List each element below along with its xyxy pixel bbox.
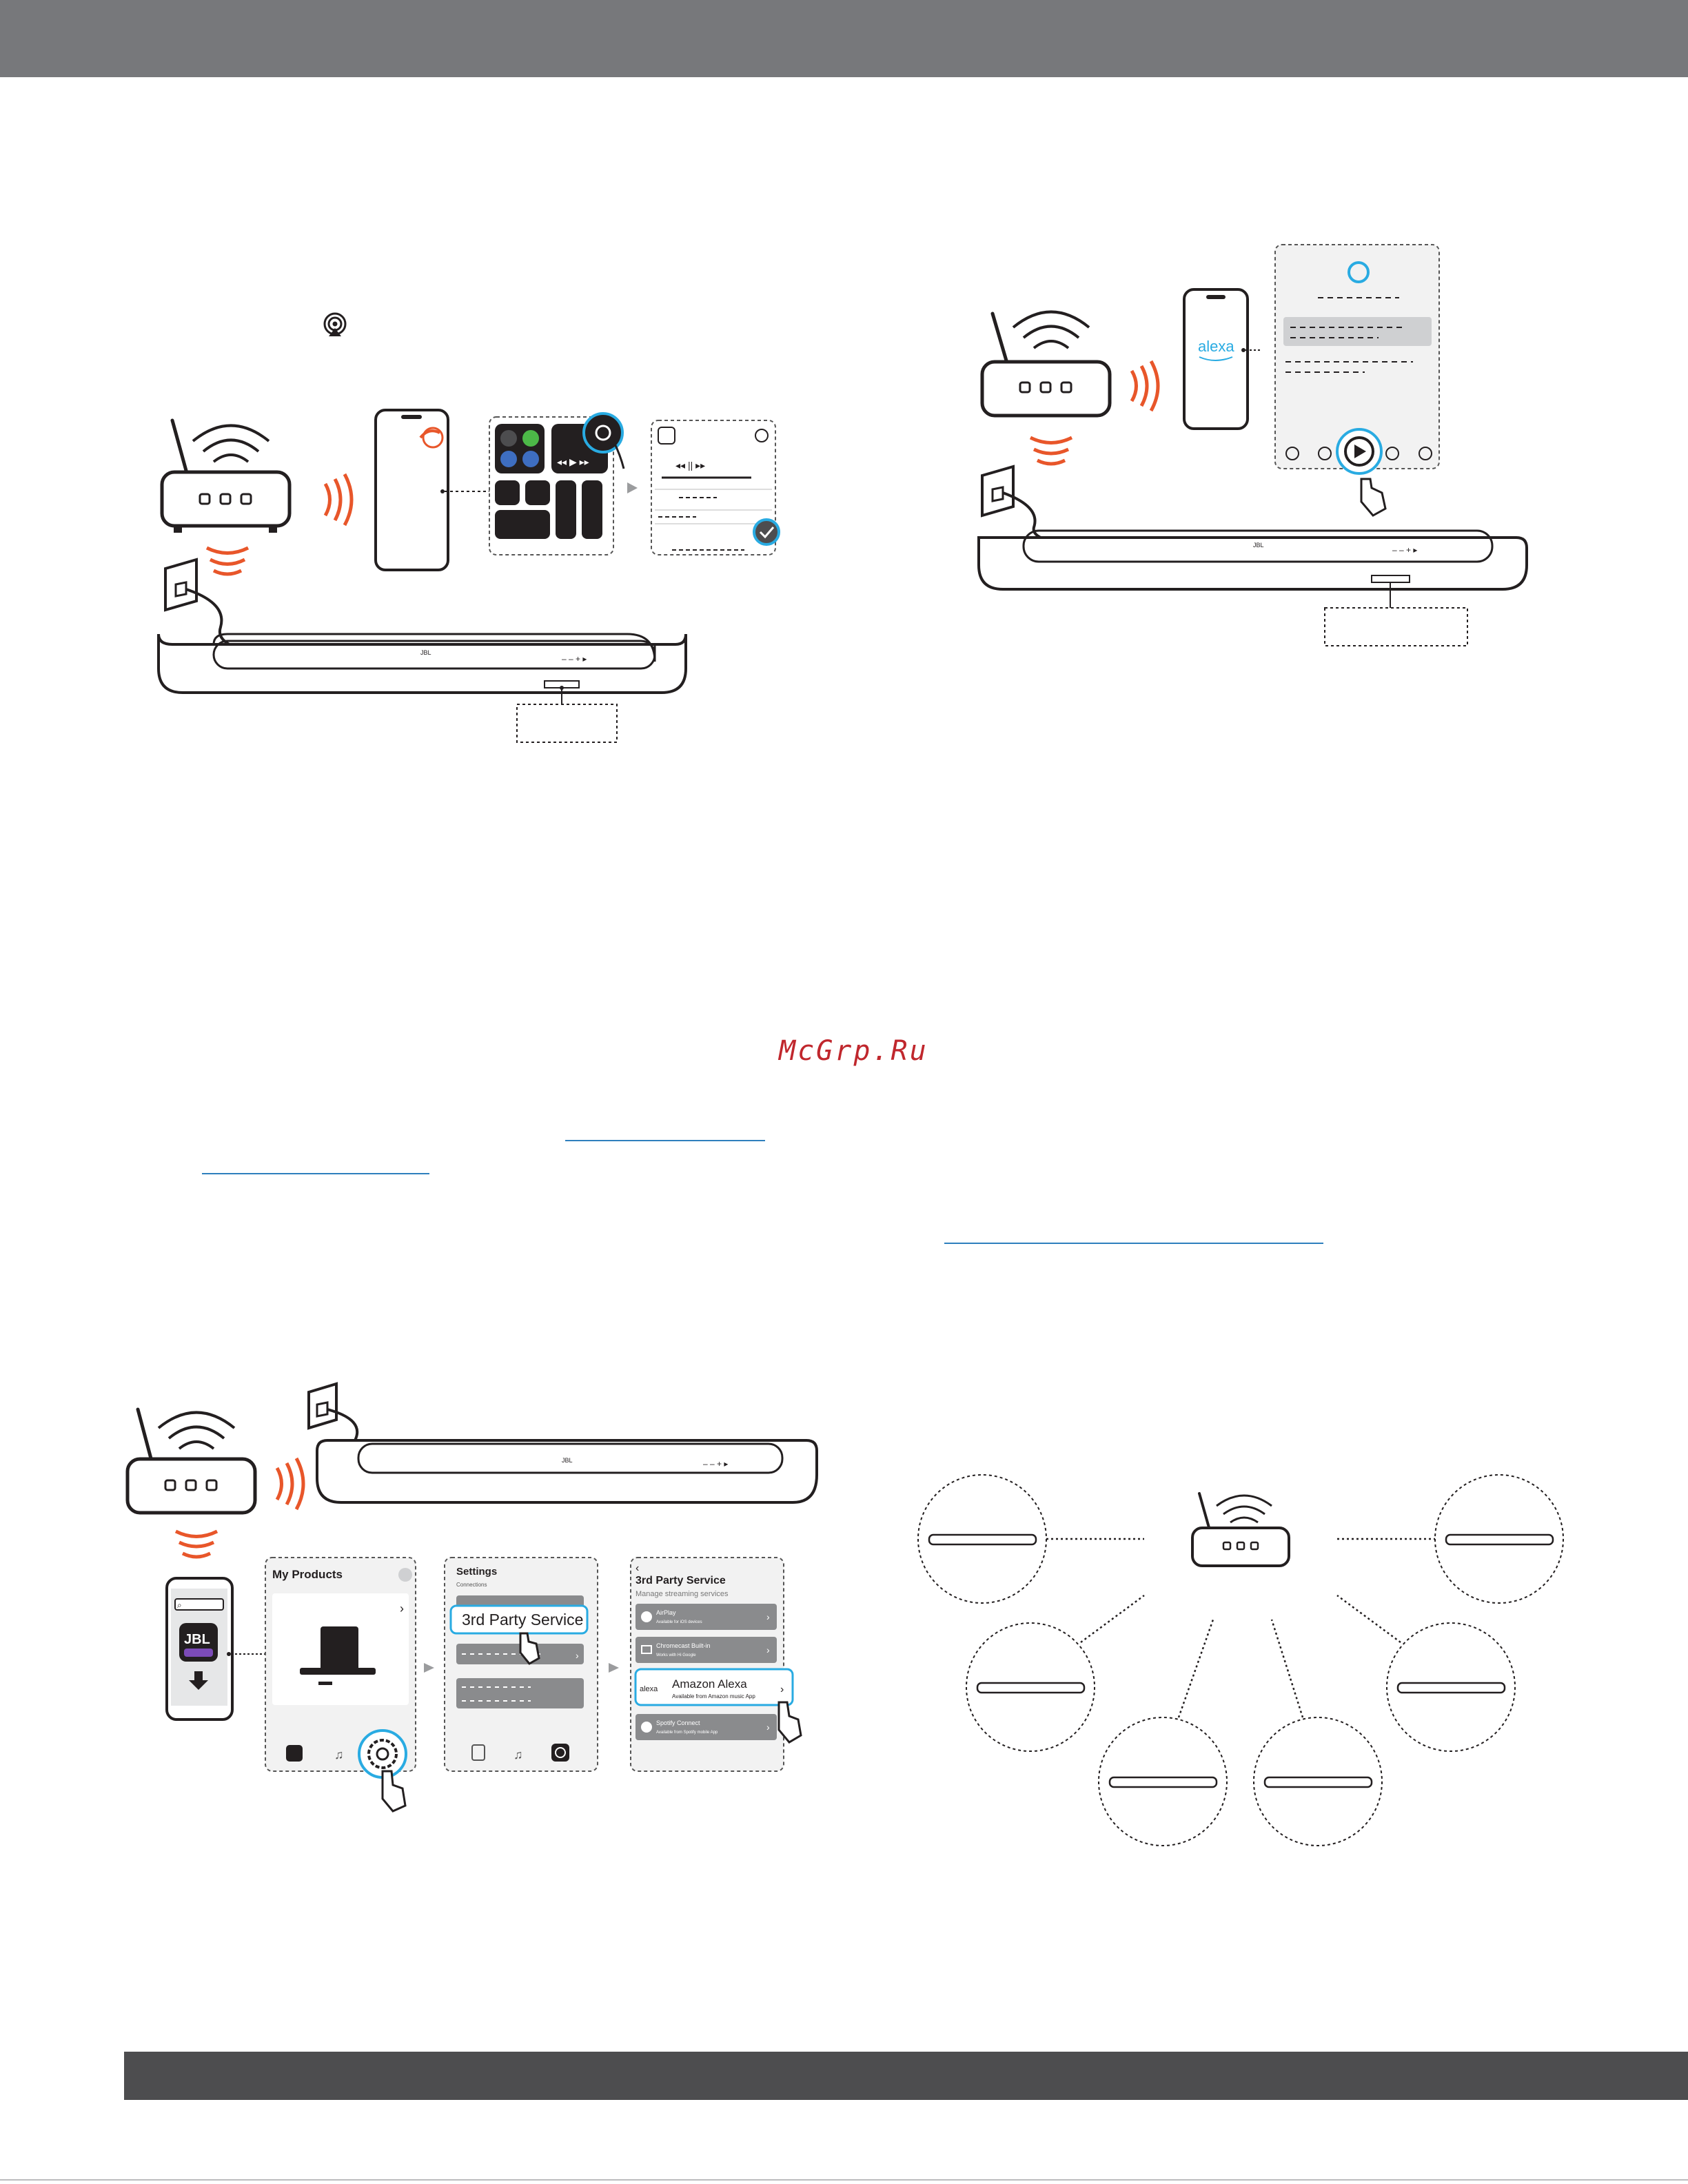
control-center-panel: ◂◂ ▶ ▸▸ <box>489 412 625 555</box>
wifi-waves-icon <box>174 1457 305 1559</box>
callout-box <box>1324 607 1468 646</box>
wifi-waves-icon <box>1029 360 1160 466</box>
figure-app-setup: JBL – – + ▸ ⌕ JBL My Products › ♫ Setti <box>125 1382 818 1813</box>
svg-text:My Products: My Products <box>272 1568 343 1581</box>
power-outlet-icon <box>164 558 270 656</box>
svg-text:Available from Amazon music Ap: Available from Amazon music App <box>672 1693 755 1700</box>
hand-pointer-icon <box>777 1701 802 1744</box>
svg-text:AirPlay: AirPlay <box>656 1609 676 1616</box>
svg-text:›: › <box>576 1650 579 1661</box>
alexa-app-panel <box>1274 244 1440 517</box>
router-icon <box>1191 1492 1290 1567</box>
callout-box <box>516 704 618 743</box>
hand-pointer-icon <box>1360 478 1387 517</box>
svg-text:– – + ▸: – – + ▸ <box>562 654 587 664</box>
watermark: McGrp.Ru <box>779 1035 928 1067</box>
audio-output-panel: ◂◂ || ▸▸ <box>651 420 780 555</box>
svg-text:›: › <box>766 1644 770 1655</box>
svg-text:›: › <box>780 1684 784 1695</box>
svg-text:Connections: Connections <box>456 1582 487 1588</box>
soundbar-icon: JBL – – + ▸ <box>316 1439 818 1504</box>
link-underline-1[interactable] <box>565 1140 765 1141</box>
panel-settings: Settings Connections 3rd Party Service ›… <box>444 1557 598 1772</box>
svg-text:›: › <box>766 1722 770 1733</box>
panel-3rd-party-service: ‹ 3rd Party Service Manage streaming ser… <box>630 1557 802 1772</box>
smartphone-icon: alexa <box>1183 288 1261 430</box>
soundbar-icon <box>928 1533 1554 1788</box>
svg-text:JBL: JBL <box>562 1457 573 1464</box>
figure-airplay-setup: JBL – – + ▸ ◂◂ ▶ ▸▸ ◂◂ || <box>157 409 780 743</box>
svg-text:JBL: JBL <box>184 1632 210 1647</box>
power-outlet-icon <box>981 465 1076 546</box>
page-footer-bar <box>124 2052 1688 2100</box>
link-underline-2[interactable] <box>202 1173 429 1174</box>
svg-text:Available for iOS devices: Available for iOS devices <box>656 1620 702 1624</box>
svg-text:Settings: Settings <box>456 1566 497 1578</box>
svg-text:Spotify Connect: Spotify Connect <box>656 1719 700 1726</box>
router-icon <box>125 1407 257 1515</box>
page-bottom-rule <box>0 2179 1688 2181</box>
svg-text:‹: ‹ <box>635 1562 639 1574</box>
soundbar-icon: JBL – – + ▸ <box>977 529 1528 608</box>
soundbar-icon: JBL – – + ▸ <box>157 633 687 704</box>
svg-text:Available from Spotify mobile: Available from Spotify mobile App <box>656 1731 718 1735</box>
svg-text:♫: ♫ <box>334 1748 344 1762</box>
download-arrow-icon <box>189 1671 208 1690</box>
svg-text:JBL: JBL <box>1253 542 1264 549</box>
airplay-icon <box>323 312 347 336</box>
svg-text:Manage streaming services: Manage streaming services <box>635 1590 729 1598</box>
svg-text:›: › <box>400 1602 404 1615</box>
hand-pointer-icon <box>519 1632 540 1665</box>
svg-text:Chromecast Built-in: Chromecast Built-in <box>656 1642 711 1649</box>
link-underline-3[interactable] <box>944 1243 1323 1244</box>
connection-lines <box>1046 1538 1435 1718</box>
smartphone-icon <box>374 409 489 571</box>
panel-my-products: My Products › ♫ <box>265 1557 416 1813</box>
wifi-waves-icon <box>205 473 354 576</box>
figure-alexa-setup: JBL – – + ▸ alexa <box>977 244 1528 646</box>
router-icon <box>980 310 1112 418</box>
svg-text:alexa: alexa <box>640 1685 658 1693</box>
svg-text:alexa: alexa <box>1198 338 1234 355</box>
smartphone-icon: ⌕ JBL <box>165 1577 265 1721</box>
hand-pointer-icon <box>381 1770 407 1813</box>
svg-text:– – + ▸: – – + ▸ <box>703 1459 728 1469</box>
page-header-bar <box>0 0 1688 77</box>
router-icon <box>160 418 292 533</box>
svg-text:›: › <box>766 1611 770 1622</box>
svg-text:◂◂ || ▸▸: ◂◂ || ▸▸ <box>675 460 705 471</box>
svg-text:3rd Party Service: 3rd Party Service <box>462 1611 583 1629</box>
svg-text:JBL: JBL <box>420 649 431 656</box>
svg-text:♫: ♫ <box>513 1748 523 1762</box>
svg-text:Amazon Alexa: Amazon Alexa <box>672 1677 747 1691</box>
svg-text:– – + ▸: – – + ▸ <box>1392 545 1417 555</box>
svg-text:⌕: ⌕ <box>177 1600 182 1610</box>
svg-text:◂◂ ▶ ▸▸: ◂◂ ▶ ▸▸ <box>557 456 589 467</box>
svg-text:3rd Party Service: 3rd Party Service <box>635 1575 726 1586</box>
figure-multiroom <box>917 1474 1564 1846</box>
svg-text:Works with Hi Google: Works with Hi Google <box>656 1653 696 1657</box>
